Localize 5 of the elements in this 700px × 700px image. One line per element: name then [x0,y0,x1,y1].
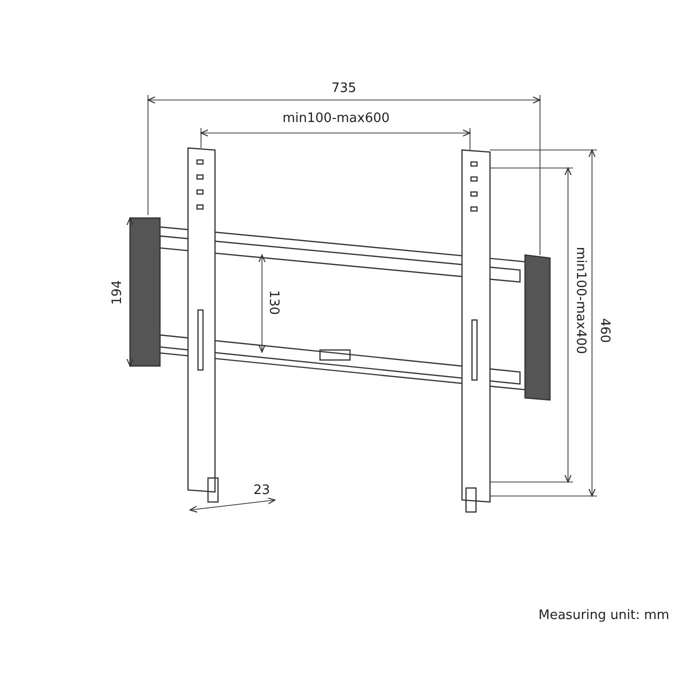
dimension-label: 194 [109,278,124,306]
unit-note: Measuring unit: mm [538,608,670,622]
dimension-label: 23 [252,482,272,498]
dimension-label: min100-max600 [282,110,391,126]
dimension-label: 735 [330,80,358,96]
